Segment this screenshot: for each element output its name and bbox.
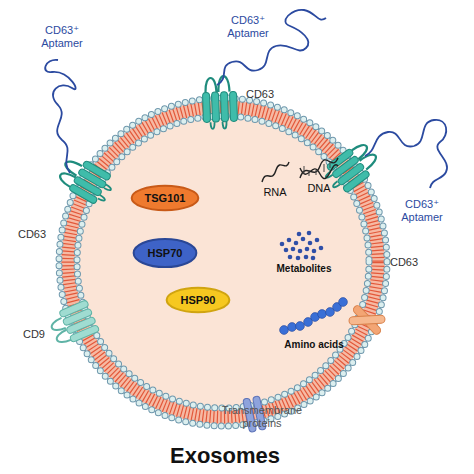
aptamer-strand <box>45 60 75 173</box>
protein-ellipse: TSG101 <box>131 185 199 211</box>
cd63-protein <box>55 152 117 208</box>
lipid-heads-inner-fill <box>77 116 369 408</box>
membrane-protein-orange <box>346 303 388 337</box>
lipid-heads-outer-fill <box>59 98 387 426</box>
cd9-protein <box>47 300 100 348</box>
lipid-heads-outer <box>59 98 387 426</box>
lumen <box>77 116 369 408</box>
ellipse-outline <box>167 288 230 312</box>
protein-label: Transmembrane proteins <box>212 404 312 430</box>
molecule-label: Amino acids <box>274 338 354 351</box>
molecule-label: RNA <box>258 186 292 199</box>
protein-label: CD63 <box>384 256 424 269</box>
rna-glyph <box>262 162 289 182</box>
ellipse-outline <box>132 186 199 210</box>
ellipse-outline <box>134 239 197 267</box>
protein-ellipse: HSP90 <box>166 287 230 313</box>
aptamer-label: CD63⁺ Aptamer <box>396 198 448 224</box>
protein-ellipse: HSP70 <box>133 238 197 268</box>
dna-glyph <box>300 158 338 179</box>
figure-title: Exosomes <box>125 443 325 469</box>
aptamer-strand <box>217 10 326 85</box>
aptamer-label: CD63⁺ Aptamer <box>36 24 88 50</box>
membrane-core <box>68 107 378 417</box>
protein-label: CD63 <box>12 228 52 241</box>
aptamer-label: CD63⁺ Aptamer <box>222 14 274 40</box>
molecule-label: Metabolites <box>264 262 344 275</box>
lipid-tails <box>68 107 378 417</box>
molecule-label: DNA <box>302 182 336 195</box>
protein-name: HSP90 <box>166 287 230 313</box>
protein-label: CD9 <box>14 328 54 341</box>
protein-name: HSP70 <box>133 238 197 268</box>
aptamer-strand <box>365 120 447 188</box>
protein-label: CD63 <box>240 88 280 101</box>
lipid-heads-inner <box>77 116 369 408</box>
amino-acid-chain <box>280 298 348 335</box>
protein-name: TSG101 <box>131 185 199 211</box>
metabolite-dots <box>280 231 324 261</box>
